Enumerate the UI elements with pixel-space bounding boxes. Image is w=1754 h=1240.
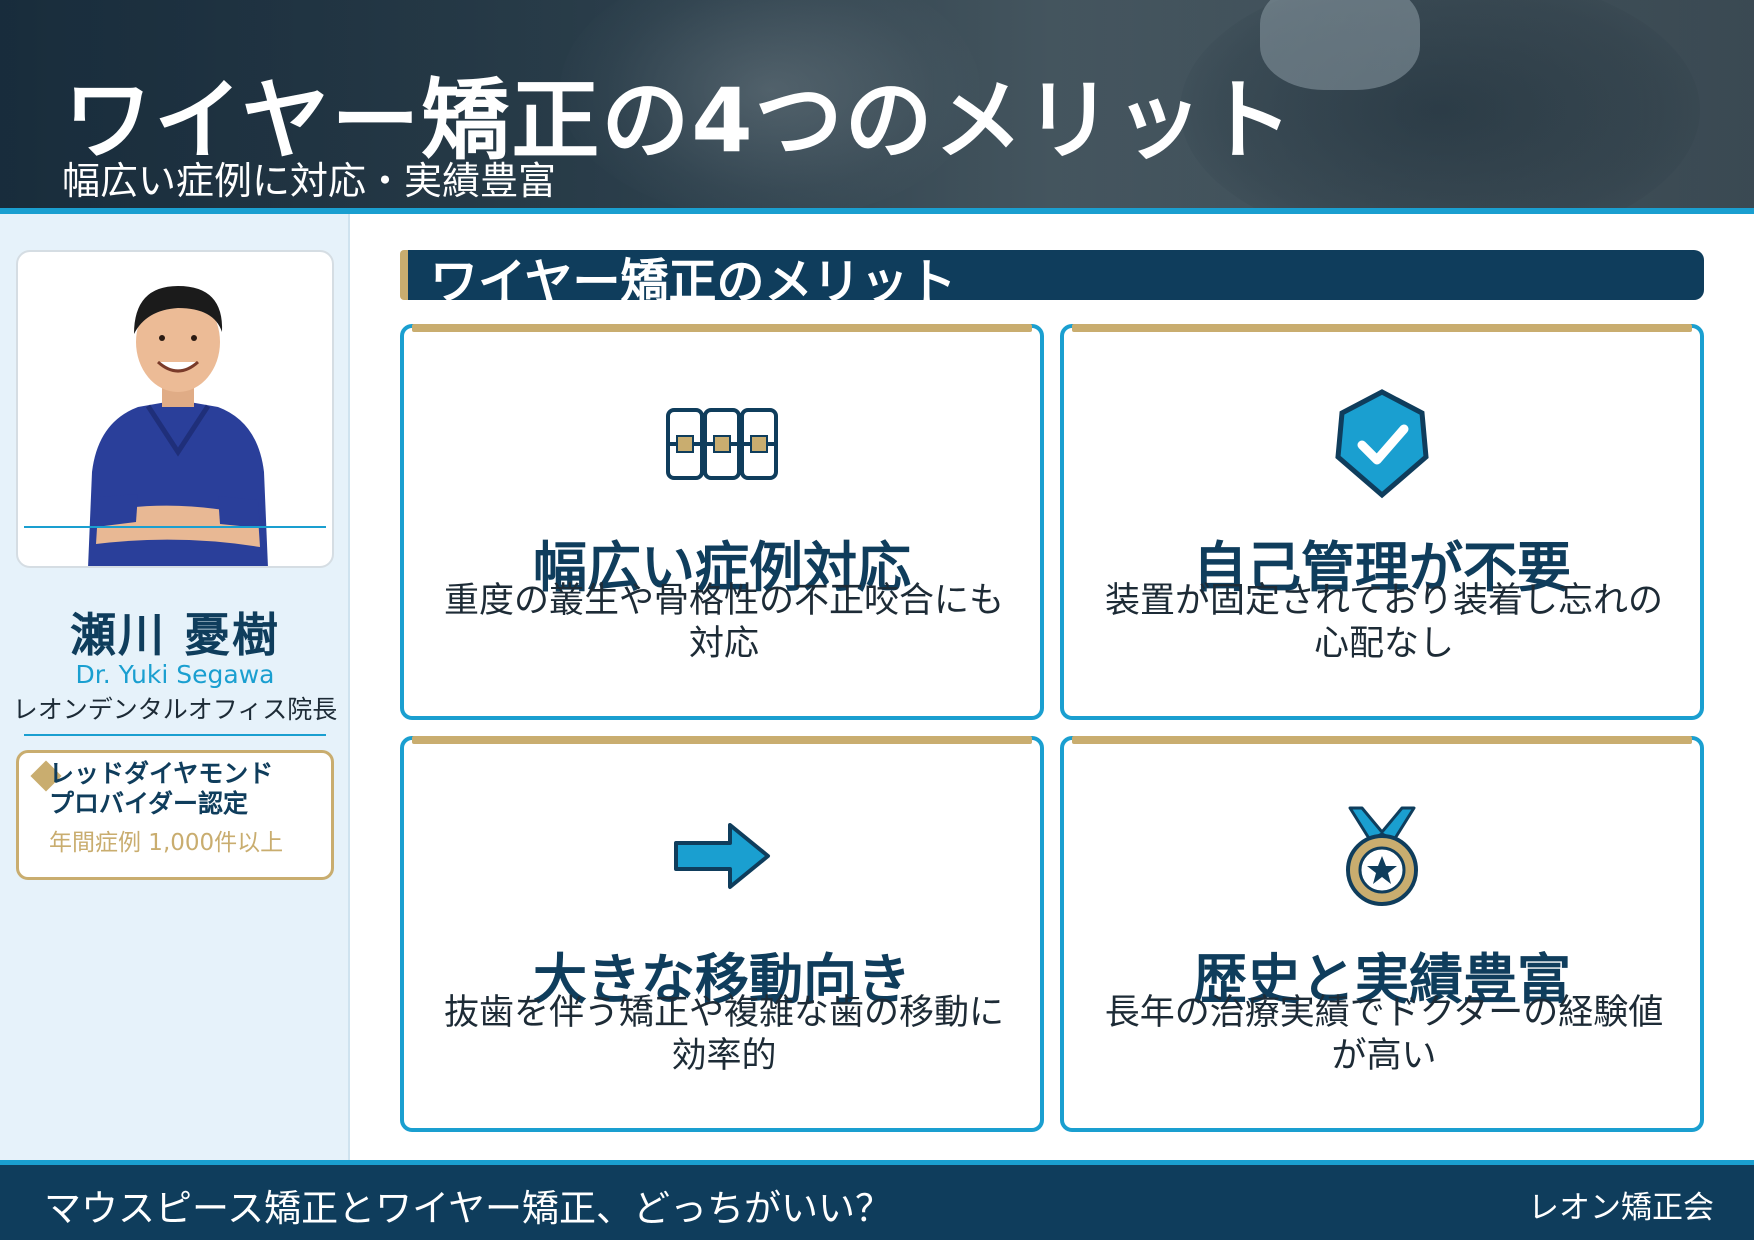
shield-check-icon (1335, 389, 1429, 499)
merit-title: 大きな移動向き (533, 948, 911, 1011)
braces-icon (666, 408, 778, 480)
doctor-role: レオンデンタルオフィス院長 (12, 695, 338, 724)
doctor-name-en: Dr. Yuki Segawa (75, 660, 275, 689)
merit-title: 歴史と実績豊富 (1193, 948, 1571, 1011)
badge-title-line1: レッドダイヤモンド (49, 759, 274, 788)
merit-description: 装置が固定されており装着し忘れの心配なし (1105, 581, 1663, 664)
footer: マウスピース矯正とワイヤー矯正、どっちがいい？ レオン矯正会 (0, 1160, 1754, 1240)
divider (24, 526, 326, 528)
merit-card: 幅広い症例対応 重度の叢生や骨格性の不正咬合にも対応 (400, 324, 1044, 720)
header-banner: ワイヤー矯正の4つのメリット 幅広い症例に対応・実績豊富 (0, 0, 1754, 214)
footer-caption: マウスピース矯正とワイヤー矯正、どっちがいい？ (44, 1187, 893, 1230)
page-subtitle: 幅広い症例に対応・実績豊富 (62, 159, 557, 203)
divider (24, 734, 326, 736)
sidebar: 瀬川 憂樹 Dr. Yuki Segawa レオンデンタルオフィス院長 レッドダ… (0, 214, 350, 1160)
section-header: ワイヤー矯正のメリット (400, 250, 1704, 300)
merit-card: 歴史と実績豊富 長年の治療実績でドクターの経験値が高い (1060, 736, 1704, 1132)
badge-title: レッドダイヤモンド プロバイダー認定 (49, 759, 273, 819)
footer-brand: レオン矯正会 (1528, 1190, 1714, 1226)
page-title: ワイヤー矯正の4つのメリット (64, 69, 1295, 172)
merit-description: 長年の治療実績でドクターの経験値が高い (1104, 993, 1664, 1076)
merit-card: 自己管理が不要 装置が固定されており装着し忘れの心配なし (1060, 324, 1704, 720)
arrow-right-icon (674, 823, 770, 889)
certification-badge: レッドダイヤモンド プロバイダー認定 年間症例 1,000件以上 (16, 750, 334, 880)
doctor-name: 瀬川 憂樹 (69, 608, 280, 662)
merit-card: 大きな移動向き 抜歯を伴う矯正や複雑な歯の移動に効率的 (400, 736, 1044, 1132)
header-overlay (0, 0, 1754, 214)
doctor-photo (16, 250, 334, 568)
merit-title: 自己管理が不要 (1193, 536, 1571, 599)
merit-description: 重度の叢生や骨格性の不正咬合にも対応 (443, 581, 1004, 664)
header-accent-line (0, 208, 1754, 214)
doctor-portrait-icon (88, 286, 268, 566)
merit-title: 幅広い症例対応 (533, 536, 911, 599)
medal-icon (1346, 806, 1418, 906)
footer-accent-line (0, 1160, 1754, 1165)
merit-description: 抜歯を伴う矯正や複雑な歯の移動に効率的 (443, 993, 1004, 1076)
section-title: ワイヤー矯正のメリット (430, 254, 957, 300)
badge-title-line2: プロバイダー認定 (49, 789, 249, 818)
badge-subtitle: 年間症例 1,000件以上 (49, 830, 284, 856)
